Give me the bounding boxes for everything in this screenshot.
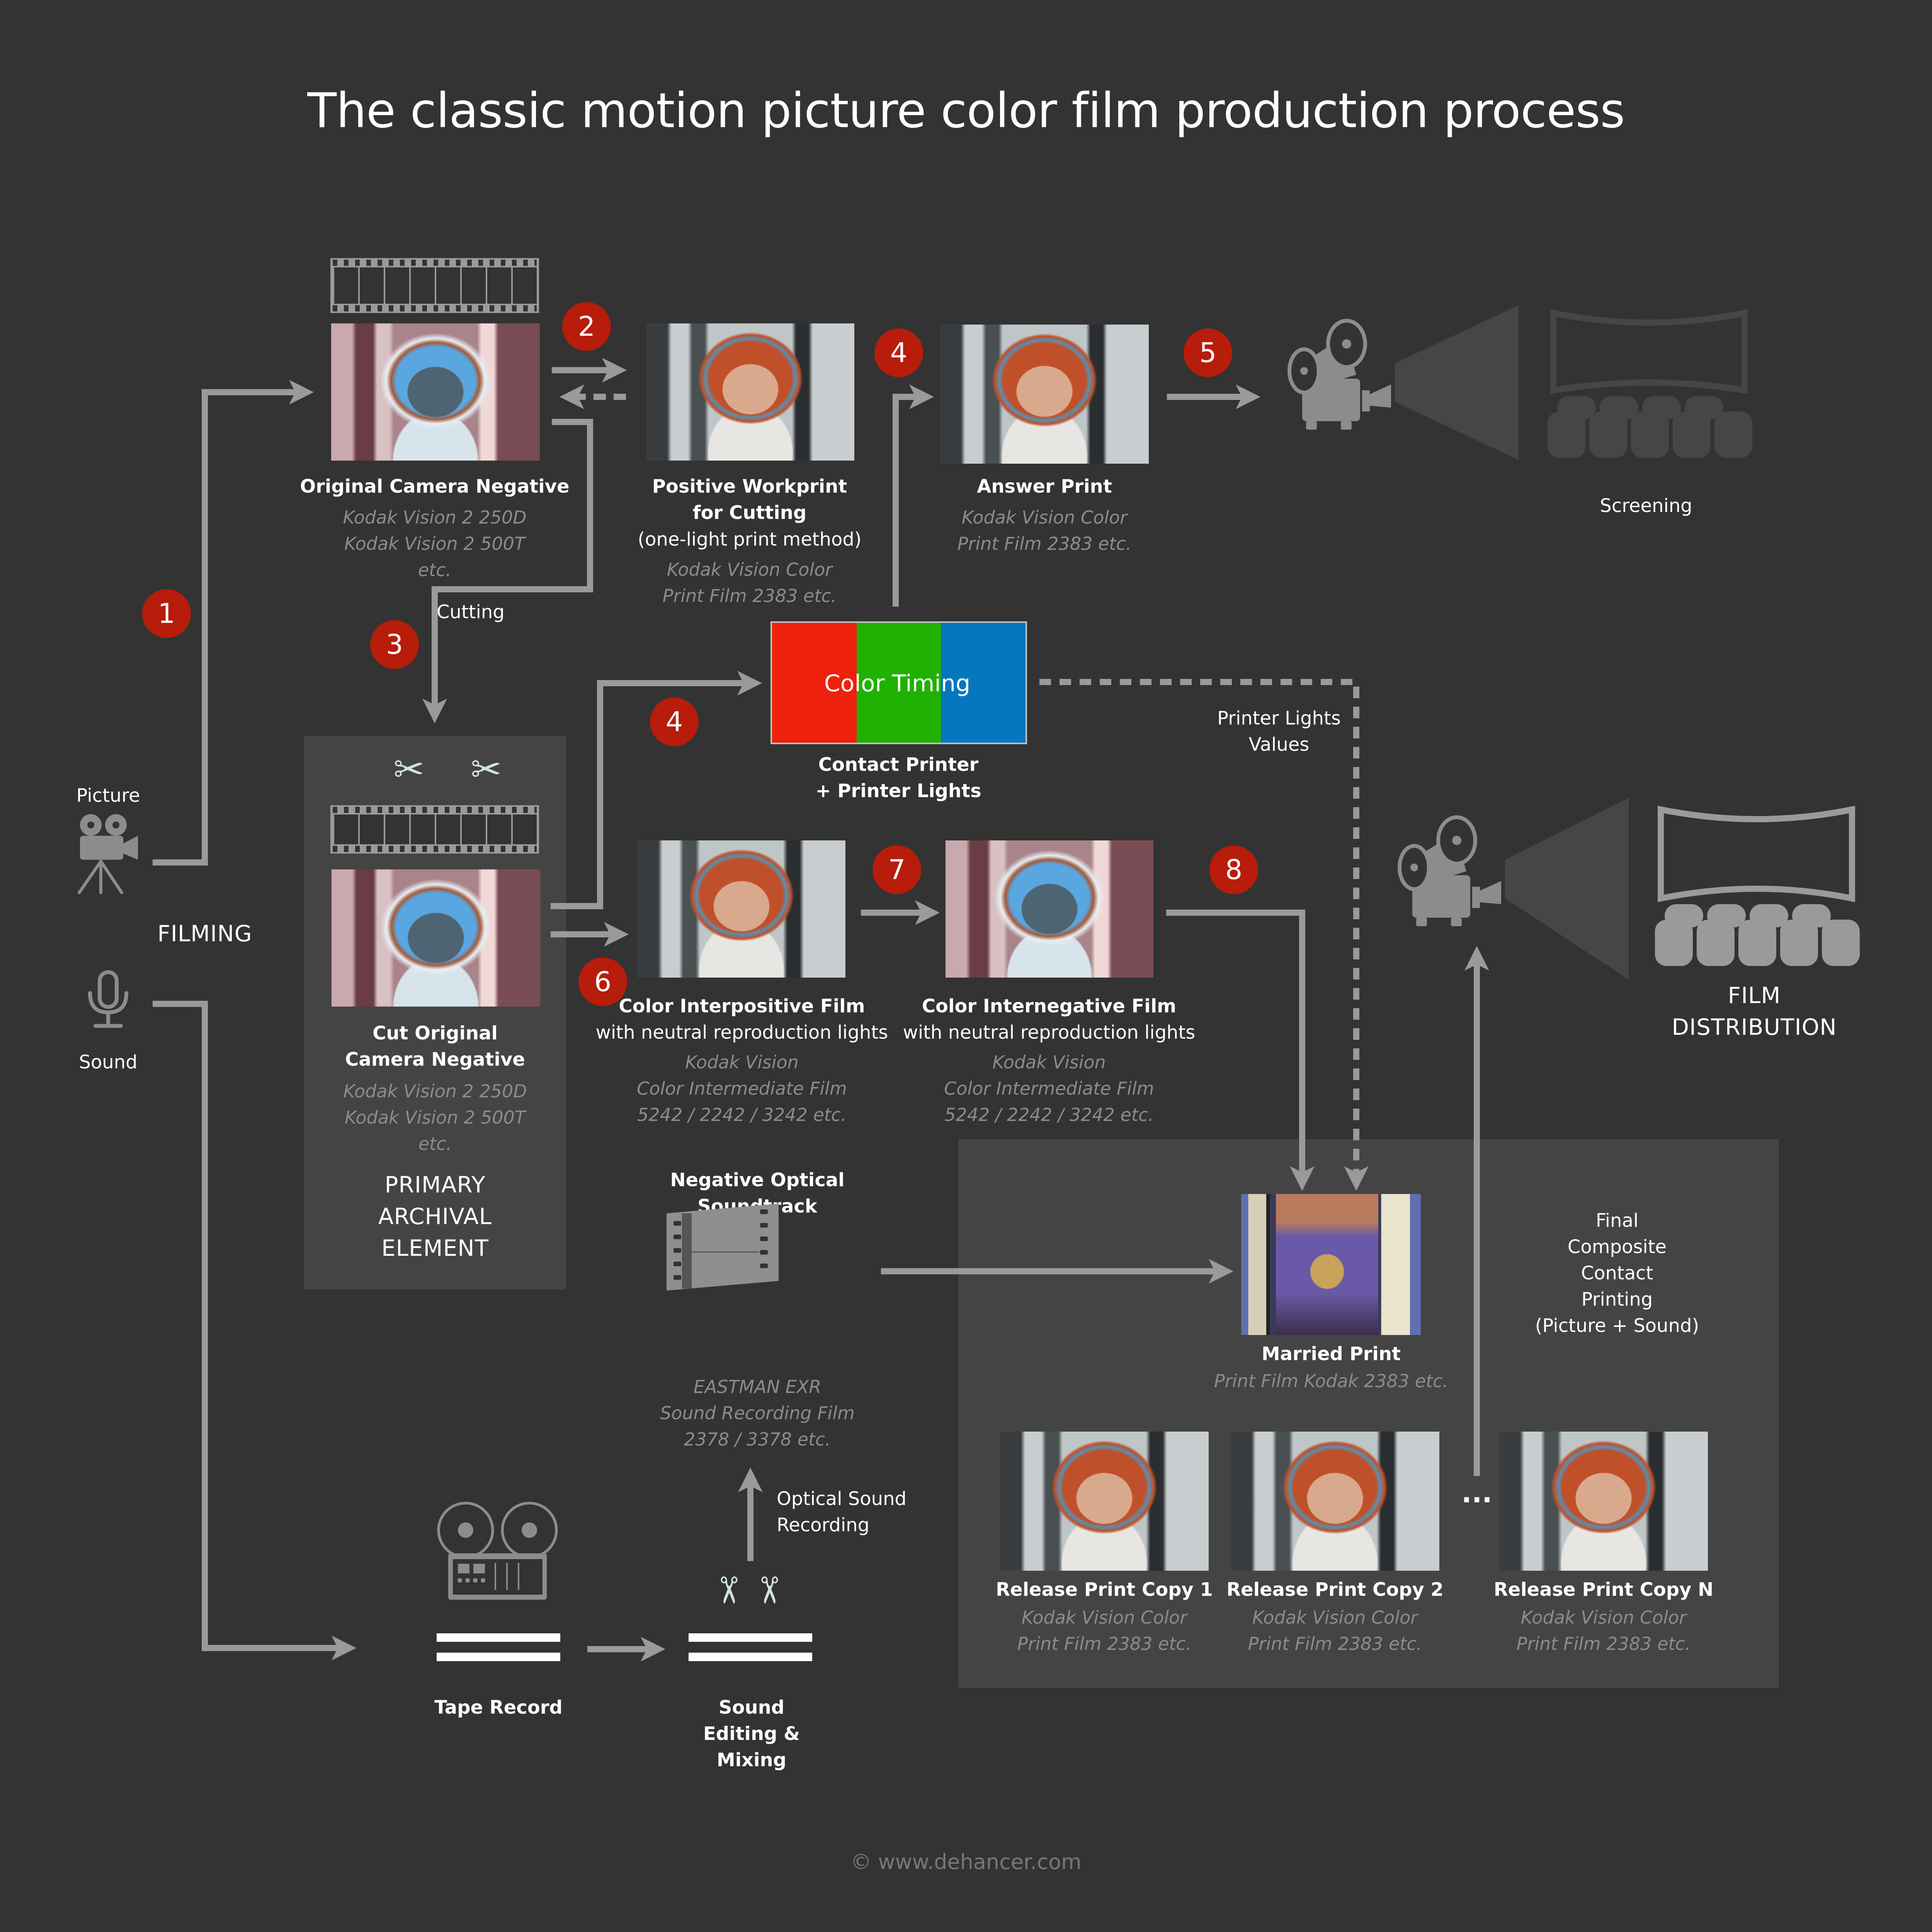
answer-print-image <box>940 325 1149 464</box>
interpositive-note: with neutral reproduction lights <box>595 1022 888 1043</box>
married-print-image <box>1241 1194 1421 1335</box>
timing-red <box>772 623 857 743</box>
arrow-filming-to-ocn <box>153 380 314 866</box>
waveform-icon <box>437 1633 560 1661</box>
arrow-cutting <box>422 419 593 723</box>
interpositive-image <box>638 840 845 978</box>
release-print-image-n <box>1499 1432 1708 1571</box>
step-badge-4-top: 4 <box>874 328 923 377</box>
step-badge-1: 1 <box>142 589 191 638</box>
release-ellipsis: ... <box>1461 1477 1492 1509</box>
scissors-icon: ✂ <box>707 1575 750 1606</box>
sound-label: Sound <box>79 1051 138 1073</box>
scissors-icon: ✂ <box>393 748 425 791</box>
internegative-note: with neutral reproduction lights <box>903 1022 1196 1043</box>
theater-screen-icon <box>1655 806 1860 966</box>
filming-label: FILMING <box>157 920 252 947</box>
theater-screen-icon <box>1548 309 1752 458</box>
tape-record-label: Tape Record <box>434 1697 563 1718</box>
contact-printer-title: Contact Printer+ Printer Lights <box>815 754 981 802</box>
cut-ocn-negative-image <box>332 869 540 1007</box>
release-print-image-2 <box>1231 1432 1439 1571</box>
interpositive-title: Color Interpositive Film <box>619 995 865 1017</box>
page-title: The classic motion picture color film pr… <box>307 83 1625 139</box>
microphone-icon <box>88 970 128 1028</box>
color-timing-label: Color Timing <box>824 670 971 697</box>
release-print-image-1 <box>1000 1432 1209 1571</box>
film-strip-icon <box>330 258 539 313</box>
screening-label: Screening <box>1600 495 1692 517</box>
release-print-title-n: Release Print Copy N <box>1493 1579 1714 1600</box>
arrow-sound-to-tape <box>153 1001 356 1660</box>
color-timing-block <box>770 621 1027 744</box>
timing-green <box>856 623 941 743</box>
footer-copyright[interactable]: © www.dehancer.com <box>850 1850 1082 1874</box>
step-badge-8: 8 <box>1209 845 1258 894</box>
cutting-label: Cutting <box>437 601 505 623</box>
optical-soundtrack-film-icon <box>667 1204 779 1291</box>
answer-title: Answer Print <box>977 476 1112 497</box>
arrow-cutocn-to-timing <box>551 671 762 909</box>
arrow-printer-lights-dotted <box>1039 679 1369 1191</box>
step-badge-6: 6 <box>578 957 627 1006</box>
ocn-negative-image <box>331 323 540 461</box>
married-print-title: Married Print <box>1262 1343 1401 1365</box>
step-badge-3: 3 <box>370 620 419 669</box>
married-print-stock: Print Film Kodak 2383 etc. <box>1214 1371 1448 1391</box>
step-badge-5: 5 <box>1184 328 1232 377</box>
picture-label: Picture <box>76 785 140 806</box>
step-badge-7: 7 <box>872 845 921 894</box>
release-print-title-2: Release Print Copy 2 <box>1226 1579 1444 1600</box>
step-badge-4-mid: 4 <box>650 697 699 746</box>
internegative-title: Color Internegative Film <box>922 995 1177 1017</box>
release-print-title-1: Release Print Copy 1 <box>996 1579 1213 1600</box>
movie-camera-icon <box>78 814 138 894</box>
projector-icon <box>1287 305 1519 460</box>
tape-recorder-icon <box>437 1502 558 1600</box>
internegative-image <box>946 840 1153 978</box>
workprint-image <box>646 323 854 461</box>
workprint-method: (one-light print method) <box>638 529 862 550</box>
fox-logo <box>1276 1194 1378 1335</box>
arrow-timing-to-answer <box>893 384 934 607</box>
timing-blue <box>941 623 1026 743</box>
scissors-icon: ✂ <box>747 1575 791 1606</box>
step-badge-2: 2 <box>562 302 611 351</box>
waveform-icon <box>689 1633 812 1661</box>
film-strip-icon <box>330 805 539 854</box>
arrow-internegative-to-married <box>1166 910 1315 1191</box>
scissors-icon: ✂ <box>471 748 502 791</box>
projector-icon <box>1398 798 1629 980</box>
ocn-title: Original Camera Negative <box>300 476 570 497</box>
